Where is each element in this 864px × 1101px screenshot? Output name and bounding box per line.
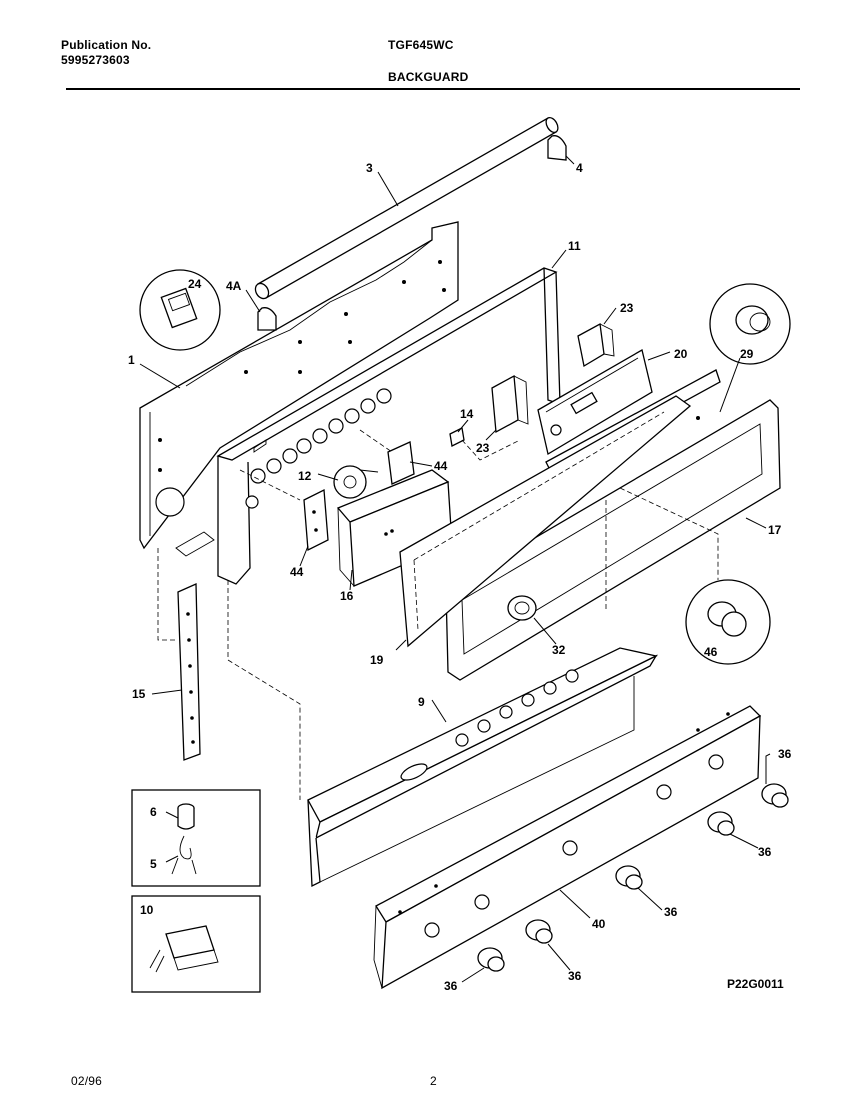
callout-6: 6	[150, 805, 157, 819]
callout-10: 10	[140, 903, 154, 917]
callout-9: 9	[418, 695, 425, 709]
part-bracket-upper	[577, 322, 615, 368]
leader-lines	[139, 155, 771, 983]
callout-5: 5	[150, 857, 157, 871]
callout-19: 19	[370, 653, 384, 667]
footer-date: 02/96	[71, 1074, 103, 1088]
callout-16: 16	[340, 589, 354, 603]
part-clock-panel	[537, 349, 653, 456]
part-knob-32	[507, 595, 537, 621]
callout-1: 1	[128, 353, 135, 367]
callout-36-e: 36	[444, 979, 458, 993]
part-control-housing	[336, 469, 453, 587]
part-lamp-bracket-left	[257, 307, 277, 331]
inset-box-transformer	[131, 895, 261, 993]
callout-3: 3	[366, 161, 373, 175]
part-knob-36-a	[761, 783, 789, 808]
callout-14: 14	[460, 407, 474, 421]
callout-46: 46	[704, 645, 718, 659]
callout-29: 29	[740, 347, 754, 361]
callout-17: 17	[768, 523, 782, 537]
callout-23-upper: 23	[620, 301, 634, 315]
part-manifold-panel	[307, 647, 658, 888]
inset-box-igniter	[131, 789, 261, 887]
callout-12: 12	[298, 469, 312, 483]
part-bracket-44-lower	[303, 488, 329, 552]
callout-32: 32	[552, 643, 566, 657]
publication-label: Publication No.	[61, 38, 152, 52]
drawing-code: P22G0011	[727, 977, 784, 991]
callout-23-lower: 23	[476, 441, 490, 455]
part-front-frame	[216, 267, 561, 585]
callout-36-c: 36	[664, 905, 678, 919]
callout-36-a: 36	[778, 747, 792, 761]
part-lamp-bracket-right	[547, 135, 567, 161]
callout-40: 40	[592, 917, 606, 931]
part-lower-trim	[373, 705, 762, 990]
detail-circle-knob-46	[685, 579, 771, 665]
detail-circle-switch	[139, 269, 221, 351]
part-bracket-lower	[491, 374, 529, 434]
callout-15: 15	[132, 687, 146, 701]
callout-36-d: 36	[568, 969, 582, 983]
part-knob-36-b	[707, 811, 735, 836]
part-gasket	[399, 395, 692, 648]
section-title: BACKGUARD	[388, 70, 469, 84]
footer-page: 2	[430, 1074, 437, 1088]
part-vertical-bracket	[177, 583, 201, 761]
callout-4a: 4A	[226, 279, 242, 293]
publication-number: 5995273603	[61, 53, 130, 67]
part-small-switch	[449, 427, 465, 447]
callout-44-upper: 44	[434, 459, 448, 473]
assembly-guide-lines	[157, 429, 719, 800]
part-knob-36-d	[525, 919, 553, 944]
callout-labels: 3 4 4A 24 1 11 23 20 29 14 23 12 44 44 1…	[128, 161, 792, 993]
model-number: TGF645WC	[388, 38, 454, 52]
callout-11: 11	[568, 239, 581, 253]
part-knob-36-c	[615, 865, 643, 890]
callout-20: 20	[674, 347, 688, 361]
callout-36-b: 36	[758, 845, 772, 859]
part-knob-36-e	[477, 947, 505, 972]
header-rule	[66, 88, 800, 90]
callout-4: 4	[576, 161, 583, 175]
part-motor	[333, 465, 379, 499]
part-lamp-tube	[254, 116, 559, 300]
callout-24: 24	[188, 277, 202, 291]
callout-44-lower: 44	[290, 565, 304, 579]
part-bracket-44-upper	[387, 441, 415, 485]
part-backguard-panel	[139, 221, 459, 557]
detail-circle-knob-29	[709, 283, 791, 365]
